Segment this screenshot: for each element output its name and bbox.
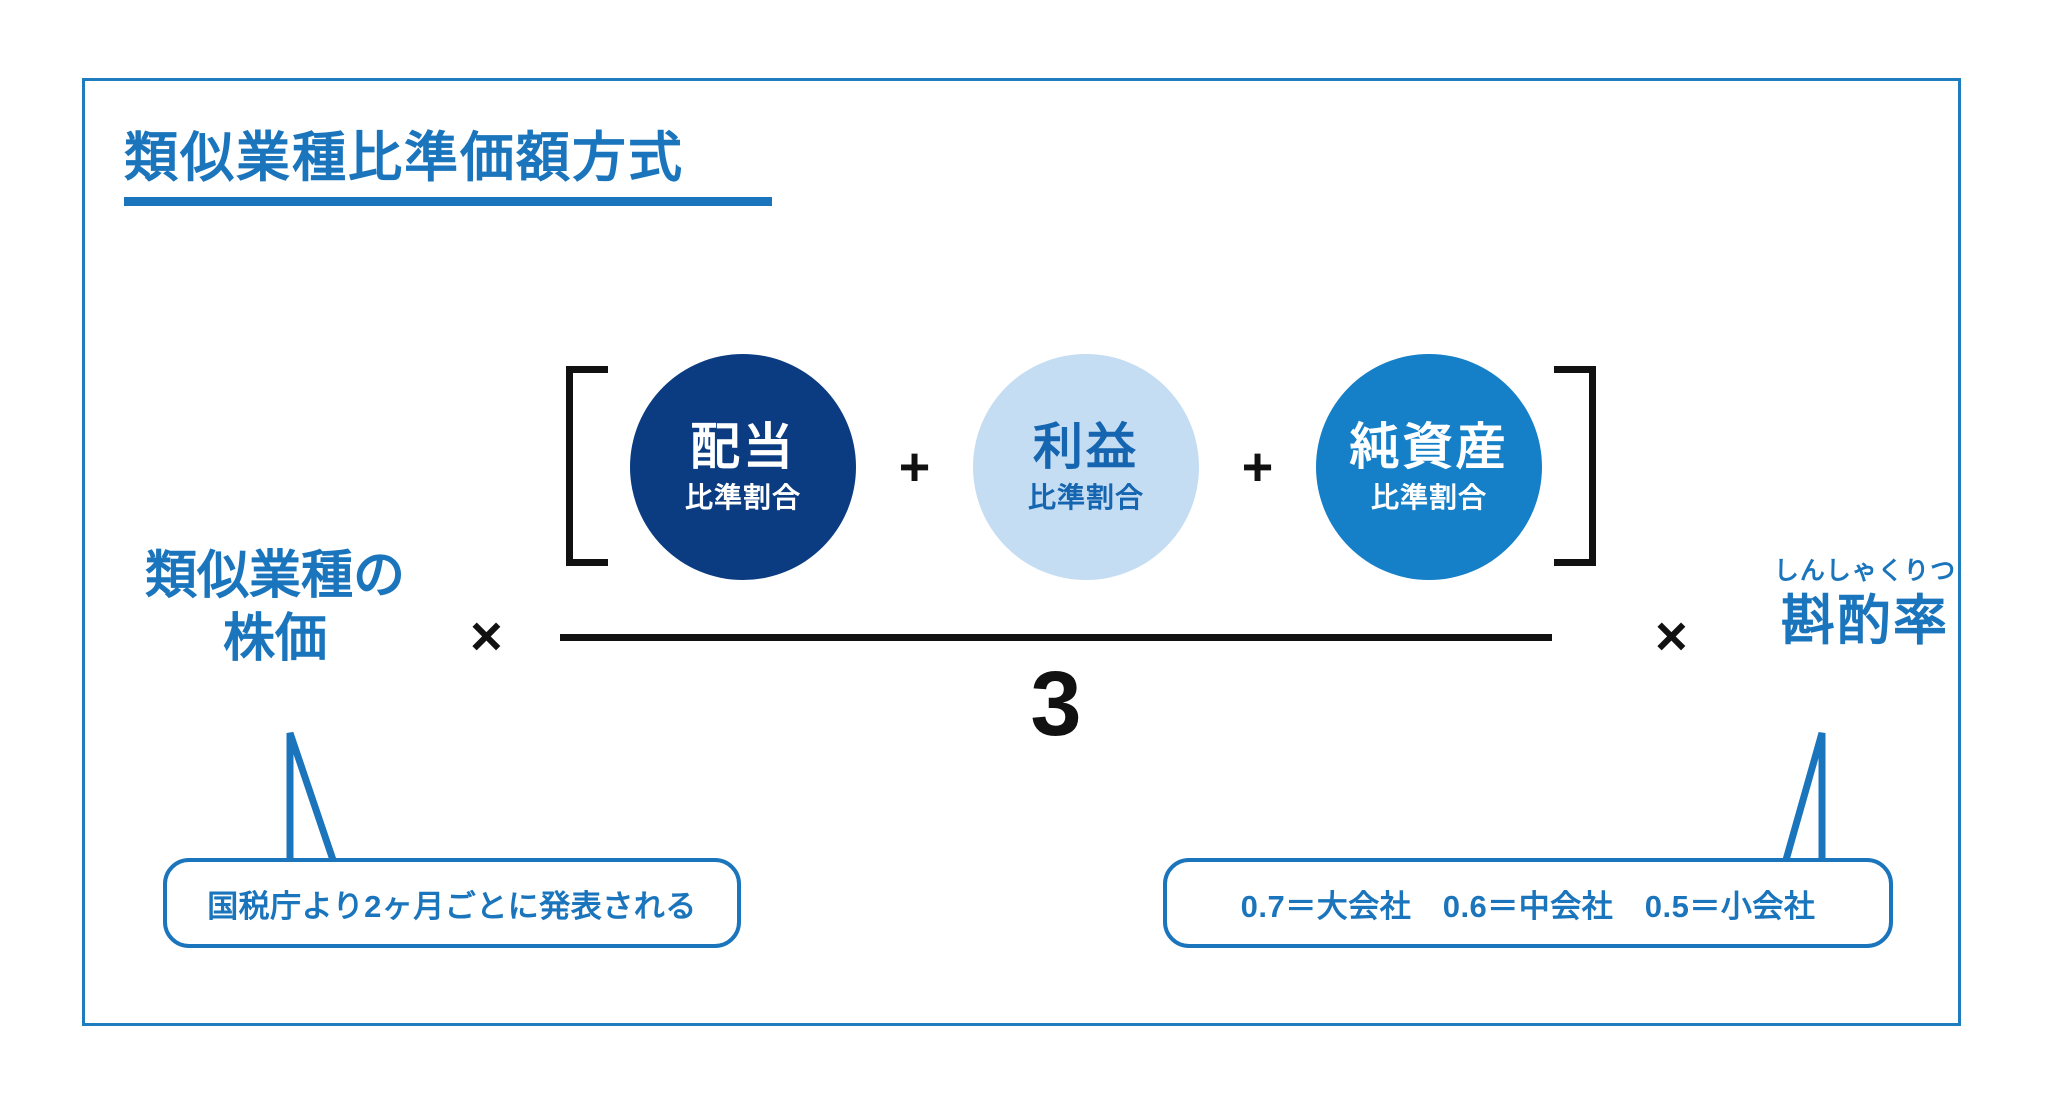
plus-icon-2: + xyxy=(1241,437,1274,497)
page-title-block: 類似業種比準価額方式 xyxy=(124,130,772,206)
term-circle-profit: 利益 比準割合 xyxy=(972,354,1199,580)
callout-tail-right-icon xyxy=(1782,732,1826,861)
callout-tail-left-icon xyxy=(286,731,337,862)
multiply-icon-left: × xyxy=(470,604,503,667)
fraction-denominator: 3 xyxy=(1030,653,1082,755)
callout-stock-price-note: 国税庁より2ヶ月ごとに発表される xyxy=(163,858,741,948)
right-factor-furigana: しんしゃくりつ xyxy=(1773,557,1957,585)
left-factor-line1: 類似業種の xyxy=(144,547,405,605)
term-dividend-title: 配当 xyxy=(690,419,796,476)
plus-icon-1: + xyxy=(898,437,931,497)
page-title: 類似業種比準価額方式 xyxy=(124,128,684,188)
term-profit-subtitle: 比準割合 xyxy=(1027,482,1144,514)
right-factor-label: しんしゃくりつ 斟酌率 xyxy=(1715,557,2015,652)
term-net-assets-subtitle: 比準割合 xyxy=(1370,482,1487,514)
multiply-icon-right: × xyxy=(1655,604,1688,667)
title-underline xyxy=(124,196,772,206)
term-circle-dividend: 配当 比準割合 xyxy=(630,354,856,580)
term-profit-title: 利益 xyxy=(1032,419,1139,476)
callout-discount-rate-note: 0.7＝大会社 0.6＝中会社 0.5＝小会社 xyxy=(1163,858,1893,948)
callout-left-text: 国税庁より2ヶ月ごとに発表される xyxy=(207,888,697,924)
term-dividend-subtitle: 比準割合 xyxy=(684,482,801,514)
fraction-bar xyxy=(560,634,1552,641)
left-factor-label: 類似業種の 株価 xyxy=(110,545,440,672)
bracket-close-icon xyxy=(1554,366,1596,566)
numerator-terms: 配当 比準割合 + 利益 比準割合 + 純資産 比準割合 xyxy=(630,348,1542,586)
bracket-open-icon xyxy=(566,366,608,566)
term-net-assets-title: 純資産 xyxy=(1349,419,1509,476)
term-circle-net-assets: 純資産 比準割合 xyxy=(1315,354,1542,580)
right-factor-main: 斟酌率 xyxy=(1781,590,1949,651)
callout-right-text: 0.7＝大会社 0.6＝中会社 0.5＝小会社 xyxy=(1240,888,1816,924)
left-factor-line2: 株価 xyxy=(222,610,327,669)
